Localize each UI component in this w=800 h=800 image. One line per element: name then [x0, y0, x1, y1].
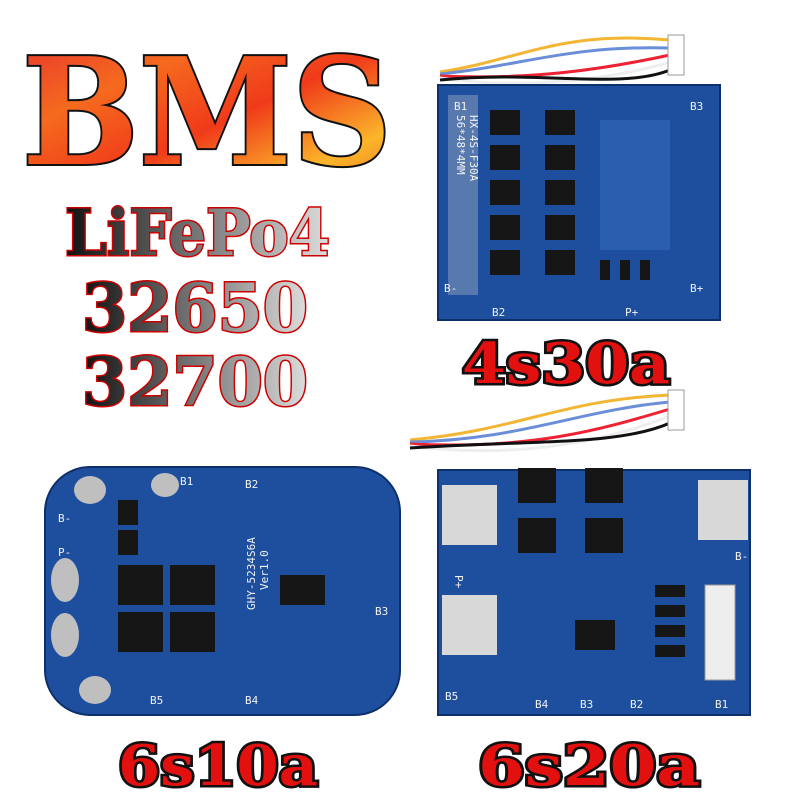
pad-label: B2	[245, 478, 258, 491]
board-6s20a: P+ B- B5 B4 B3 B2 B1	[437, 468, 751, 716]
pad-label: B2	[492, 306, 505, 319]
pad-label: B5	[445, 690, 458, 703]
pad-label: B1	[454, 100, 467, 113]
board-4s30a: B1 B3 B- B2 P+ B+ HX-4S-F30A 56*48*4MM	[437, 84, 721, 321]
board-silkscreen: 56*48*4MM	[454, 115, 467, 175]
cell-size-text: 32700	[82, 343, 308, 421]
model-label: 6s10a	[118, 733, 318, 799]
board-6s10a: B1 B2 B- P- B3 B4 B5 GHY-5234S6A Ver1.0	[44, 466, 401, 716]
pad-label: B-	[58, 512, 71, 525]
model-label: 4s30a	[462, 331, 670, 397]
pad-label: B5	[150, 694, 163, 707]
pad-label: P-	[58, 546, 71, 559]
pad-label: B3	[690, 100, 703, 113]
pad-label: B1	[180, 475, 193, 488]
pad-label: B-	[444, 282, 457, 295]
pad-label: B4	[535, 698, 549, 711]
pad-label: B2	[630, 698, 643, 711]
balance-wires	[409, 389, 685, 453]
chemistry-text: LiFePo4	[65, 196, 330, 271]
model-label: 6s20a	[478, 733, 700, 799]
board-silkscreen: GHY-5234S6A	[245, 537, 258, 610]
pad-label: P+	[452, 575, 465, 589]
pad-label: P+	[625, 306, 639, 319]
title-text: BMS	[22, 25, 392, 199]
pad-label: B-	[735, 550, 748, 563]
pad-label: B+	[690, 282, 704, 295]
pad-label: B1	[715, 698, 728, 711]
pad-label: B3	[375, 605, 388, 618]
pad-label: B4	[245, 694, 259, 707]
cell-size-text: 32650	[82, 269, 308, 347]
board-silkscreen: HX-4S-F30A	[467, 115, 480, 182]
pad-label: B3	[580, 698, 593, 711]
balance-wires	[439, 34, 685, 85]
board-silkscreen: Ver1.0	[258, 550, 271, 590]
